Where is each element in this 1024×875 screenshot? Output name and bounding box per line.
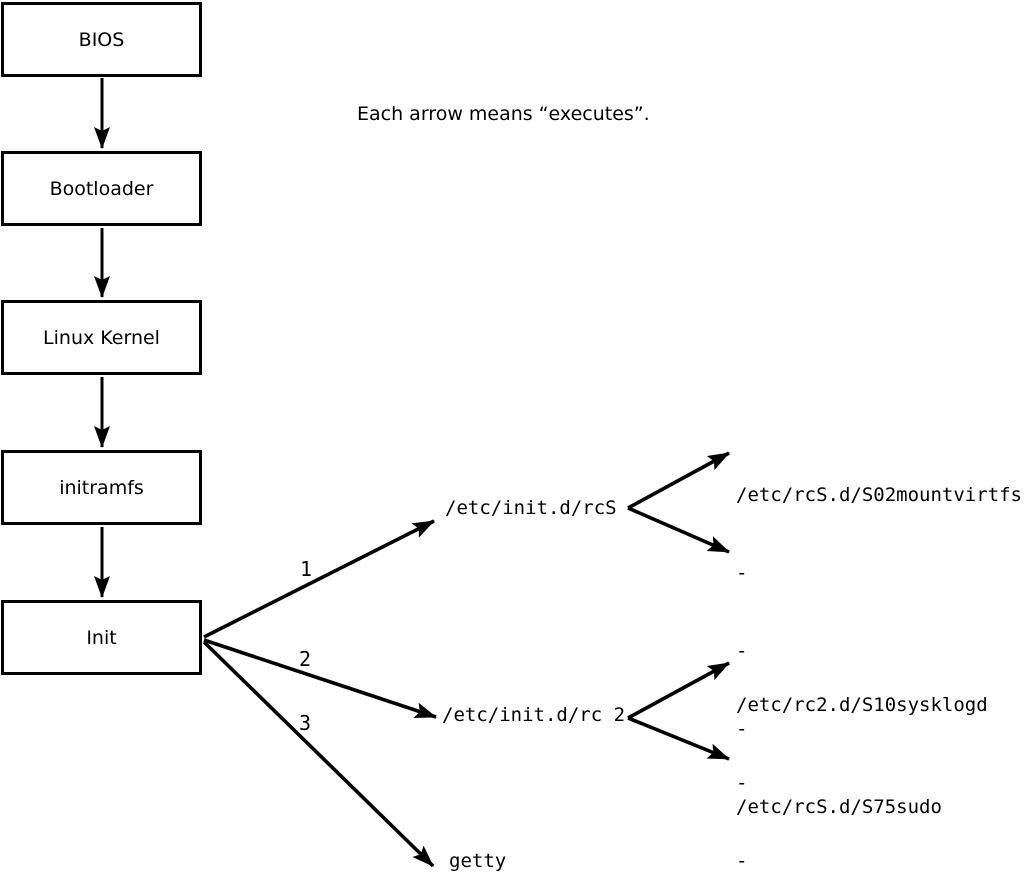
node-linux-kernel-label: Linux Kernel [43, 326, 160, 349]
edge-label-2: 2 [299, 647, 312, 671]
arrow-init-to-rcS [203, 519, 435, 639]
edge-label-1: 1 [300, 557, 313, 581]
target-rc2-label: /etc/init.d/rc 2 [442, 704, 626, 726]
arrow-init-to-getty [202, 640, 435, 868]
node-bootloader-label: Bootloader [49, 177, 154, 200]
target-rcS-label: /etc/init.d/rcS [445, 497, 617, 519]
arrow-rc2-to-s99gdm [627, 716, 730, 761]
rc2-script-item: /etc/rc2.d/S10sysklogd [736, 694, 988, 716]
node-init: Init [1, 600, 202, 675]
diagram-caption: Each arrow means “executes”. [357, 103, 650, 125]
node-bios: BIOS [1, 2, 202, 77]
rcS-scripts-list: /etc/rcS.d/S02mountvirtfs - - - /etc/rcS… [736, 430, 1022, 872]
arrow-rc2-to-s10sysklogd [627, 661, 730, 720]
rcS-script-ellipsis: - [736, 718, 748, 740]
target-getty-label: getty [449, 850, 507, 872]
arrow-rcS-to-s02mountvirtfs [627, 451, 730, 510]
node-initramfs: initramfs [1, 450, 202, 525]
arrow-rcS-to-s75sudo [627, 506, 730, 554]
rcS-script-ellipsis: - [736, 640, 748, 662]
edge-label-3: 3 [299, 711, 312, 735]
rc2-scripts-list: /etc/rc2.d/S10sysklogd - - - /etc/rc2.d/… [736, 640, 988, 875]
rc2-script-ellipsis: - [736, 850, 748, 872]
rc2-script-ellipsis: - [736, 772, 748, 794]
node-init-label: Init [86, 626, 117, 649]
rcS-script-item: /etc/rcS.d/S75sudo [736, 796, 942, 818]
rcS-script-item: /etc/rcS.d/S02mountvirtfs [736, 484, 1022, 506]
node-bootloader: Bootloader [1, 151, 202, 226]
node-linux-kernel: Linux Kernel [1, 300, 202, 375]
node-initramfs-label: initramfs [59, 476, 144, 499]
rcS-script-ellipsis: - [736, 562, 748, 584]
node-bios-label: BIOS [78, 28, 125, 51]
arrow-init-to-rc2 [203, 638, 437, 719]
